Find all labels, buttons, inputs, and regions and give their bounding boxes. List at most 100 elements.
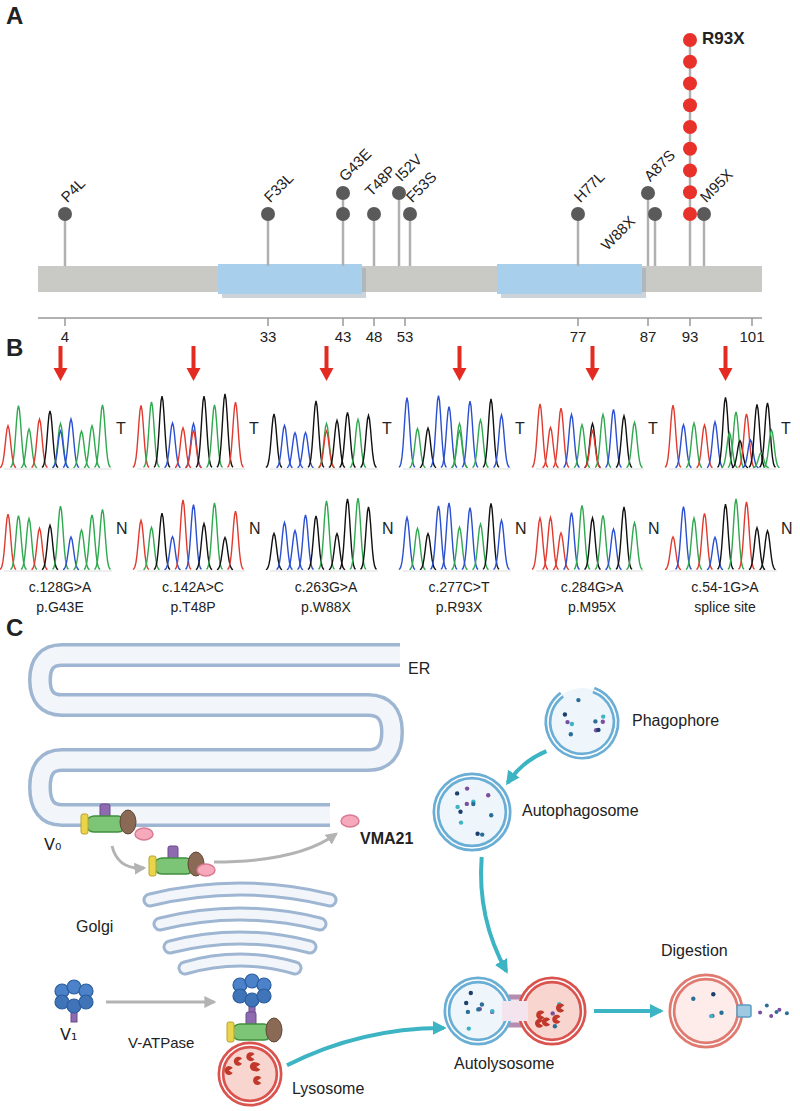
trace-baseline [403,469,511,470]
lollipop-stem [398,193,401,266]
cargo-dot [593,719,597,723]
released-dot [758,1011,762,1015]
organelle-shape [665,970,747,1052]
position-number: 101 [739,328,764,346]
position-number: 43 [335,328,352,346]
lollipop-head [641,186,655,200]
trace-baseline [669,571,777,572]
sample-tag: T [515,420,525,438]
artwork-part [160,914,320,924]
sample-tag: T [781,420,791,438]
organelle-shape [430,770,514,854]
artwork-part [341,815,359,827]
enzyme [225,1066,233,1075]
lollipop-stem [373,214,376,266]
cargo-dot [565,720,569,724]
position-number: 87 [640,328,657,346]
cargo-dot [563,712,567,716]
variant-arrow [719,368,733,381]
axis-tick [689,318,691,326]
cargo-dot [601,714,605,718]
trace-peak [707,422,723,468]
trace-baseline [4,571,112,572]
artwork-part [150,889,330,900]
lollipop-stem [342,193,345,266]
mutation-label: W88X [597,212,639,254]
enzyme [556,1004,564,1013]
organelle-node: Digestion [665,970,747,1052]
axis-tick [373,318,375,326]
position-number: 53 [397,328,414,346]
trace-peak [228,402,244,467]
artwork-part [497,264,642,294]
variant-label: c.142A>C [162,578,224,596]
sample-tag: T [116,420,126,438]
chromatograms [0,346,780,571]
variant-label: splice site [694,598,755,616]
cargo-dot [490,1009,494,1013]
cargo-dot [691,997,695,1001]
membrane-inner [221,1045,279,1103]
trace-peak [606,529,622,570]
sample-tag: T [648,420,658,438]
mutation-label: M95X [696,166,736,206]
enzyme [535,1019,543,1028]
variant-arrow [591,346,595,370]
axis-tick [647,318,649,326]
lollipop-stem [267,214,270,266]
variant-label: c.263G>A [295,578,358,596]
organelle-label: Autolysosome [454,1055,555,1073]
membrane-inner [436,776,508,848]
organelle-node: Phagophore [540,680,624,764]
transport-channel [737,1005,751,1017]
position-number: 77 [570,328,587,346]
transport-arrows [106,834,336,1002]
pathway-arrow [508,751,547,783]
mutation-label: H77L [570,168,608,206]
lollipop-stem [64,214,67,266]
axis-tick [64,318,66,326]
cargo-dot [466,1010,470,1014]
membrane [447,980,509,1042]
sample-tag: T [382,420,392,438]
artwork-part [81,804,136,834]
position-axis [38,318,762,326]
artwork-part [55,980,93,1022]
organelle-shape [540,680,624,764]
lollipop-stem [409,214,412,266]
pathway-arrow [594,1009,661,1013]
mutation-label: A87S [640,146,679,185]
released-dot [765,1004,769,1008]
artwork-part [38,266,762,292]
axis-tick [404,318,406,326]
artwork-part [40,655,400,815]
released-dot [777,1008,781,1012]
organelle-label: ER [408,660,430,678]
trace-baseline [536,571,644,572]
released-dot [785,1011,789,1015]
cargo-dot [480,832,484,836]
cargo-dot [486,793,490,797]
variant-label: c.277C>T [428,578,489,596]
artwork-part [185,960,295,968]
variant-arrow [54,368,68,381]
sample-tag: N [249,520,261,538]
panel-letter: C [6,614,23,642]
lollipop-head [683,207,697,221]
artwork-part [214,834,336,862]
trace-baseline [403,571,511,572]
lollipop-stem [647,193,650,266]
mutation-lollipops [58,33,711,266]
cargo-dot [490,1010,494,1014]
variant-arrow [586,368,600,381]
trace-peak [53,506,69,569]
membrane [221,1045,279,1103]
enzyme [253,1076,261,1085]
lollipop-head [367,207,381,221]
enzyme [536,1011,544,1020]
organelle-label: Golgi [76,918,113,936]
membrane-inner [538,678,625,765]
trace-baseline [536,469,644,470]
protein-bar [38,264,762,298]
panel-letter: B [6,334,23,362]
